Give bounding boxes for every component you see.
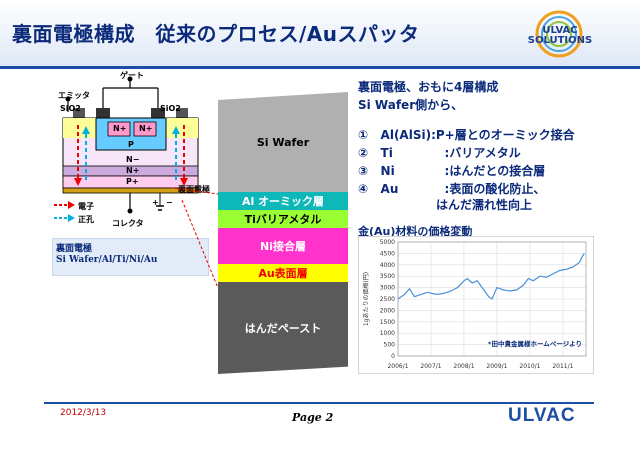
chart-x-tick-label: 2011/1 bbox=[552, 363, 573, 370]
point-2-item: Ti bbox=[380, 146, 393, 160]
logo-text: ULVAC SOLUTIONS bbox=[520, 26, 600, 46]
title-bar bbox=[0, 0, 640, 69]
footer-ulvac-logo: ULVAC bbox=[508, 405, 576, 426]
footer-date: 2012/3/13 bbox=[60, 408, 107, 418]
pplus-layer-label: P+ bbox=[126, 177, 139, 186]
sio2-left-label: SiO2 bbox=[60, 104, 81, 113]
nplus-layer-label: N+ bbox=[126, 166, 140, 175]
chart-x-tick-label: 2007/1 bbox=[420, 363, 441, 370]
chart-y-tick-label: 500 bbox=[384, 342, 396, 349]
point-1: ① Al(AlSi):P+層とのオーミック接合 bbox=[358, 126, 575, 143]
point-3-item: Ni bbox=[380, 164, 395, 178]
nplus-right-label: N+ bbox=[139, 124, 153, 133]
point-4-line2: はんだ濡れ性向上 bbox=[436, 198, 533, 212]
guide-lines bbox=[171, 187, 219, 289]
point-4-desc: :表面の酸化防止、 bbox=[444, 182, 546, 196]
hole-label: 正孔 bbox=[78, 215, 94, 224]
footer-divider bbox=[44, 402, 594, 404]
layer-si-wafer: Si Wafer bbox=[218, 92, 348, 192]
point-4: ④ Au :表面の酸化防止、 bbox=[358, 180, 545, 197]
chart-x-tick-label: 2006/1 bbox=[387, 363, 408, 370]
sio2-right-label: SiO2 bbox=[160, 104, 181, 113]
collector-label: コレクタ bbox=[112, 219, 144, 228]
point-4-num: ④ bbox=[358, 182, 369, 196]
chart-y-tick-label: 3000 bbox=[380, 285, 395, 292]
point-3-desc: :はんだとの接合層 bbox=[444, 164, 546, 178]
chart-y-tick-label: 1500 bbox=[380, 319, 395, 326]
chart-frame bbox=[358, 236, 594, 374]
layer-ti: Tiバリアメタル bbox=[218, 210, 348, 228]
chart-x-tick-label: 2008/1 bbox=[453, 363, 474, 370]
plus-label: + bbox=[152, 198, 159, 207]
minus-label: − bbox=[166, 198, 173, 207]
nplus-left-label: N+ bbox=[113, 124, 127, 133]
point-1-item: Al(AlSi) bbox=[380, 128, 432, 142]
point-1-num: ① bbox=[358, 128, 369, 142]
chart-annotation: *田中貴金属様ホームページより bbox=[488, 339, 582, 348]
point-2-desc: :バリアメタル bbox=[444, 146, 521, 160]
chart-y-tick-label: 5000 bbox=[380, 239, 395, 246]
chart-y-tick-label: 0 bbox=[391, 353, 395, 360]
gate-label: ゲート bbox=[120, 71, 144, 80]
point-2-num: ② bbox=[358, 146, 369, 160]
electron-label: 電子 bbox=[78, 202, 94, 211]
gold-price-chart: 0 500 1000 1500 2000 2500 3000 3500 4000 4500 5000… bbox=[358, 236, 594, 374]
intro-line1: 裏面電極、おもに4層構成 bbox=[358, 80, 499, 94]
chart-x-tick-label: 2009/1 bbox=[486, 363, 507, 370]
chart-y-tick-label: 3500 bbox=[380, 273, 395, 280]
chart-y-tick-label: 1000 bbox=[380, 330, 395, 337]
legend-line1: 裏面電極 bbox=[56, 244, 93, 254]
layer-al: Al オーミック層 bbox=[218, 192, 348, 210]
page-title: 裏面電極構成 従来のプロセス/Auスパッタ bbox=[12, 22, 420, 46]
point-3-num: ③ bbox=[358, 164, 369, 178]
chart-y-axis-label: 1gあたりの価格(円) bbox=[362, 272, 370, 326]
logo-line1: ULVAC bbox=[542, 25, 578, 36]
chart-y-tick-label: 4000 bbox=[380, 262, 395, 269]
emitter-label: エミッタ bbox=[58, 91, 90, 100]
point-1-desc: :P+層とのオーミック接合 bbox=[431, 128, 575, 142]
ulvac-solutions-logo-icon bbox=[535, 10, 583, 58]
layer-solder-paste: はんだペースト bbox=[218, 282, 348, 374]
chart-y-tick-label: 2000 bbox=[380, 307, 395, 314]
legend-line2: Si Wafer/Al/Ti/Ni/Au bbox=[56, 255, 158, 265]
point-4-item: Au bbox=[380, 182, 399, 196]
chart-series-line bbox=[397, 253, 585, 300]
nminus-label: N− bbox=[126, 155, 140, 164]
logo-line2: SOLUTIONS bbox=[527, 35, 593, 46]
point-3: ③ Ni :はんだとの接合層 bbox=[358, 162, 545, 179]
back-electrode-label: 裏面電極 bbox=[178, 185, 210, 194]
p-label: P bbox=[128, 140, 134, 149]
chart-y-tick-label: 2500 bbox=[380, 296, 395, 303]
layer-au: Au表面層 bbox=[218, 264, 348, 282]
chart-y-tick-label: 4500 bbox=[380, 250, 395, 257]
layer-ni: Ni接合層 bbox=[218, 228, 348, 264]
footer-page: Page 2 bbox=[292, 411, 334, 424]
chart-x-tick-label: 2010/1 bbox=[519, 363, 540, 370]
chart-title: 金(Au)材料の価格変動 bbox=[358, 225, 473, 238]
point-2: ② Ti :バリアメタル bbox=[358, 144, 521, 161]
device-cross-section bbox=[54, 76, 199, 222]
intro-line2: Si Wafer側から、 bbox=[358, 98, 464, 112]
back-electrode-legend bbox=[52, 238, 209, 276]
